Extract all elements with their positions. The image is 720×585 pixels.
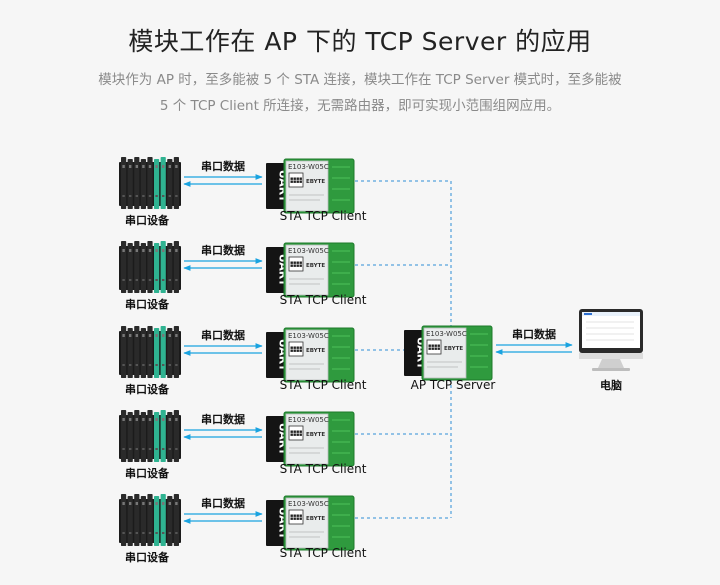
- serial-device-label: 串口设备: [125, 466, 170, 480]
- module-brand-label: EBYTE: [444, 346, 463, 352]
- module-brand-label: EBYTE: [306, 516, 325, 522]
- serial-data-label: 串口数据: [201, 243, 245, 257]
- module-brand-label: EBYTE: [306, 263, 325, 269]
- serial-device-label: 串口设备: [125, 550, 170, 564]
- serial-data-label: 串口数据: [201, 412, 245, 426]
- client-role-label: STA TCP Client: [280, 378, 367, 392]
- serial-device-icon: [119, 494, 181, 546]
- serial-data-label: 串口数据: [201, 328, 245, 342]
- pc-monitor-icon: [579, 309, 643, 371]
- client-role-label: STA TCP Client: [280, 293, 367, 307]
- serial-device-label: 串口设备: [125, 382, 170, 396]
- page-title: 模块工作在 AP 下的 TCP Server 的应用: [128, 27, 592, 56]
- serial-device-icon: [119, 157, 181, 209]
- serial-data-label: 串口数据: [201, 159, 245, 173]
- module-model-label: E103-W05C: [426, 330, 467, 338]
- module-model-label: E103-W05C: [288, 332, 329, 340]
- module-model-label: E103-W05C: [288, 416, 329, 424]
- serial-device-icon: [119, 410, 181, 462]
- pc-label: 电脑: [600, 378, 622, 392]
- module-model-label: E103-W05C: [288, 163, 329, 171]
- module-model-label: E103-W05C: [288, 247, 329, 255]
- module-brand-label: EBYTE: [306, 179, 325, 185]
- serial-device-label: 串口设备: [125, 297, 170, 311]
- description-line-1: 模块作为 AP 时，至多能被 5 个 STA 连接，模块工作在 TCP Serv…: [98, 72, 622, 88]
- module-brand-label: EBYTE: [306, 432, 325, 438]
- module-brand-label: EBYTE: [306, 348, 325, 354]
- client-role-label: STA TCP Client: [280, 462, 367, 476]
- description-line-2: 5 个 TCP Client 所连接，无需路由器，即可实现小范围组网应用。: [159, 98, 561, 114]
- serial-device-icon: [119, 326, 181, 378]
- server-role-label: AP TCP Server: [411, 378, 496, 392]
- client-role-label: STA TCP Client: [280, 209, 367, 223]
- client-role-label: STA TCP Client: [280, 546, 367, 560]
- serial-data-label: 串口数据: [201, 496, 245, 510]
- serial-device-label: 串口设备: [125, 213, 170, 227]
- serial-device-icon: [119, 241, 181, 293]
- module-model-label: E103-W05C: [288, 500, 329, 508]
- serial-data-label: 串口数据: [512, 327, 556, 341]
